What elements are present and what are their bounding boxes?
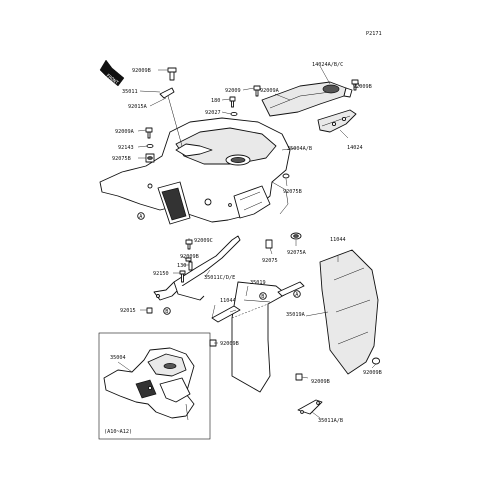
grommet-92027: [230, 111, 238, 117]
collar-92143: [146, 143, 154, 149]
callout-92150: 92150: [153, 271, 169, 277]
callout-92009b-low1: 92009B: [220, 341, 239, 347]
callout-92009b-top: 92009B: [353, 84, 372, 90]
flap-11044-left: [211, 305, 241, 323]
callout-11044-mid: 11044: [220, 298, 236, 304]
bolt-180: [229, 96, 236, 108]
callout-92015: 92015: [120, 308, 136, 314]
callout-92143: 92143: [118, 145, 134, 151]
grommet-92075b-right: [282, 173, 290, 179]
bolt-92150: [179, 270, 186, 283]
front-fender-35004ab: [99, 117, 291, 225]
callout-92075b: 92075B: [112, 156, 131, 162]
svg-text:A: A: [295, 292, 299, 298]
callout-92075: 92075: [262, 258, 278, 264]
callout-35011ab: 35011A/B: [318, 418, 343, 424]
callout-14024abc: 14024A/B/C: [312, 62, 343, 68]
callout-92009b-mid: 92009B: [180, 254, 199, 260]
nut-92015: [146, 307, 153, 314]
ref-marker-a2: A: [293, 290, 301, 298]
callout-35011cde: 35011C/D/E: [204, 275, 235, 281]
ref-marker-b2: B: [259, 292, 267, 300]
callout-92009b-low3: 92009B: [363, 370, 382, 376]
callout-92075b-right: 92075B: [283, 189, 302, 195]
callout-92009b-low2: 92009B: [311, 379, 330, 385]
callout-92009a-top: 92009A: [260, 88, 280, 94]
fastener-92009a-left: [145, 127, 153, 139]
bracket-35011-left: [159, 87, 213, 157]
fastener-92009c: [185, 239, 193, 250]
fastener-92009-top: [253, 85, 261, 97]
grommet-92075b: [145, 153, 155, 163]
flap-35019a: [319, 249, 379, 375]
fastener-92009b-low3: [371, 357, 381, 365]
ref-marker-a1: A: [137, 212, 145, 220]
inset-frame: [98, 332, 211, 440]
callout-35019a: 35019A: [286, 312, 306, 318]
bolt-130: [188, 261, 193, 271]
callout-92009c: 92009C: [194, 238, 213, 244]
grommet-92075a: [290, 232, 302, 240]
ref-marker-b1: B: [163, 307, 171, 315]
flap-11044-right: [277, 281, 305, 297]
inset-note: (A10~A12): [104, 429, 132, 435]
leader-lines: [117, 65, 377, 419]
callout-35004ab: 35004A/B: [287, 146, 312, 152]
front-arrow-icon: FRONT: [99, 59, 125, 87]
callout-35019: 35019: [250, 280, 266, 286]
callout-92015a: 92015A: [128, 104, 148, 110]
inset-fender-35004: [103, 347, 195, 421]
svg-text:A: A: [139, 214, 143, 220]
callout-92009a-left: 92009A: [115, 129, 135, 135]
fastener-92009b-top: [167, 67, 177, 81]
callout-92009-top: 92009: [225, 88, 241, 94]
bracket-35011cde: [153, 235, 241, 301]
callout-130: 130: [177, 263, 186, 269]
svg-text:B: B: [261, 294, 264, 300]
callout-180: 180: [211, 98, 220, 104]
callout-92027: 92027: [205, 110, 221, 116]
callout-35011: 35011: [122, 89, 138, 95]
callout-14024: 14024: [347, 145, 363, 151]
fastener-92009b-low2: [295, 373, 303, 381]
callout-35004: 35004: [110, 355, 126, 361]
callout-11044-right: 11044: [330, 237, 346, 243]
grommet-92075: [265, 239, 273, 249]
flap-35019: [231, 281, 287, 393]
callout-labels: 92009B 35011 92015A 92009A 92143 92075B …: [104, 62, 382, 435]
svg-text:B: B: [165, 309, 168, 315]
page-ref: P2171: [366, 31, 382, 37]
fastener-92009b-mid: [185, 257, 192, 262]
bracket-35011ab: [297, 399, 323, 415]
bracket-14024: [317, 109, 357, 133]
callout-92075a: 92075A: [287, 250, 307, 256]
bracket-14024abc: [261, 81, 353, 117]
callout-92009b-a: 92009B: [132, 68, 151, 74]
